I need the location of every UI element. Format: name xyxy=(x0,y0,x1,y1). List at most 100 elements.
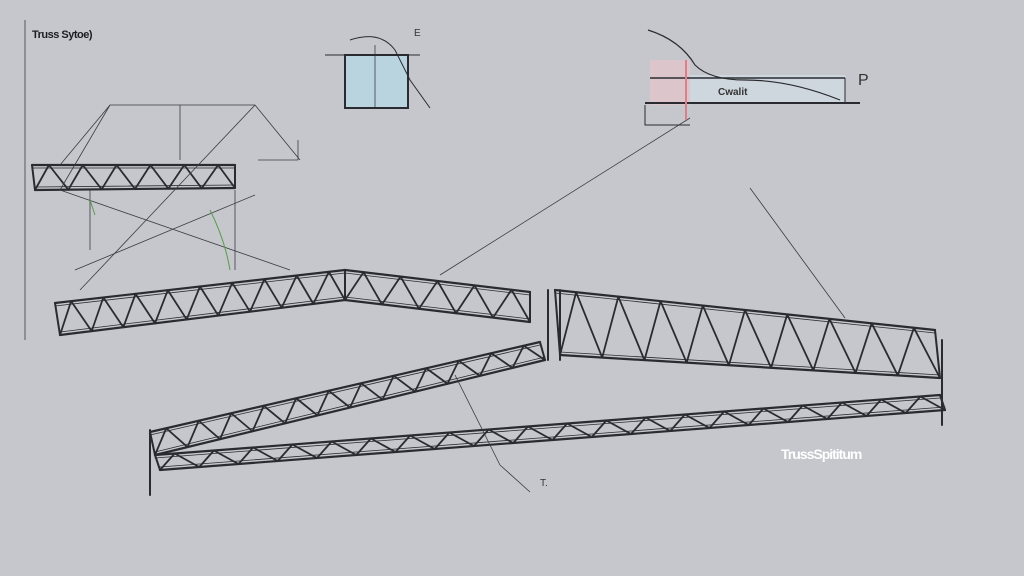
truss-member xyxy=(912,326,941,379)
truss-member xyxy=(59,300,73,336)
bottom-marker-label: T. xyxy=(540,478,548,489)
green-guides xyxy=(89,199,231,271)
truss-member xyxy=(786,313,815,372)
truss-member xyxy=(154,356,546,453)
truss-member xyxy=(575,291,604,359)
truss-member xyxy=(122,292,137,329)
truss-member xyxy=(330,440,358,456)
truss-member xyxy=(360,382,384,401)
truss-member xyxy=(355,437,372,456)
truss-member xyxy=(394,434,412,453)
truss-member xyxy=(399,275,420,310)
truss-member xyxy=(828,317,857,374)
truss-member xyxy=(327,389,351,409)
truss-member xyxy=(566,422,593,438)
truss-member xyxy=(316,389,330,417)
truss-member xyxy=(558,353,942,380)
truss-member xyxy=(409,434,436,450)
truss-member xyxy=(487,428,515,444)
truss-member xyxy=(723,410,750,426)
truss-member xyxy=(217,164,236,189)
diagram-title: Truss Sytoe) xyxy=(32,29,93,41)
truss-member xyxy=(327,270,346,301)
truss-member xyxy=(148,340,542,434)
truss-member xyxy=(605,419,632,435)
truss-member xyxy=(865,398,883,417)
truss-member xyxy=(762,407,789,423)
truss-member xyxy=(100,164,118,191)
truss-member xyxy=(197,419,221,441)
truss-member xyxy=(31,164,36,191)
truss-member xyxy=(392,374,416,393)
truss-member xyxy=(166,289,188,321)
truss-member xyxy=(67,164,84,191)
truss-member xyxy=(644,416,672,432)
truss-member xyxy=(414,367,428,393)
load-label: P xyxy=(858,72,869,89)
truss-member xyxy=(643,300,662,362)
truss-member xyxy=(511,344,525,369)
truss-member xyxy=(102,296,125,329)
truss-member xyxy=(81,164,103,191)
truss-member xyxy=(381,374,395,401)
truss-member xyxy=(54,302,61,336)
truss-member xyxy=(316,440,333,459)
truss-member xyxy=(54,272,346,307)
top-right-box-label: Cwalit xyxy=(718,87,748,98)
truss-member xyxy=(134,292,156,325)
truss-member xyxy=(70,300,93,333)
truss-member xyxy=(770,313,789,369)
truss-member xyxy=(473,284,494,319)
truss-member xyxy=(479,352,493,377)
truss-member xyxy=(744,309,773,369)
truss-frames xyxy=(30,163,947,496)
truss-member xyxy=(727,309,746,367)
truss-member xyxy=(154,397,941,459)
truss-member xyxy=(198,449,215,468)
truss-member xyxy=(312,270,330,305)
truss-member xyxy=(134,164,152,190)
truss-member xyxy=(217,281,234,317)
truss-member xyxy=(446,359,460,385)
truss-member xyxy=(708,410,726,429)
truss-member xyxy=(284,397,298,425)
truss-member xyxy=(418,280,439,310)
truss-member xyxy=(291,443,318,459)
truss-member xyxy=(249,278,266,313)
truss-member xyxy=(165,427,189,448)
truss-member xyxy=(280,274,298,309)
truss-member xyxy=(48,164,70,191)
top-left-box-label: E xyxy=(414,28,421,39)
truss-member xyxy=(154,427,168,456)
truss-member xyxy=(683,413,711,429)
truss-member xyxy=(490,352,514,369)
truss-member xyxy=(167,164,186,190)
truss-member xyxy=(343,298,532,324)
truss-member xyxy=(510,288,531,323)
truss-member xyxy=(344,272,531,296)
truss-member xyxy=(159,452,176,471)
truss-member xyxy=(199,285,220,317)
truss-member xyxy=(448,431,475,447)
truss-member xyxy=(344,271,365,301)
truss-member xyxy=(455,284,476,315)
construction-lines xyxy=(24,20,846,493)
truss-member xyxy=(787,404,804,423)
truss-member xyxy=(522,344,546,361)
truss-member xyxy=(896,326,915,377)
truss-member xyxy=(149,344,541,436)
top-left-detail-box xyxy=(325,36,431,109)
truss-member xyxy=(186,419,200,448)
truss-member xyxy=(457,359,481,377)
truss-member xyxy=(185,285,201,321)
truss-member xyxy=(880,398,907,414)
truss-member xyxy=(617,295,646,362)
truss-member xyxy=(212,449,240,465)
truss-member xyxy=(251,404,265,433)
truss-member xyxy=(252,446,279,462)
truss-member xyxy=(349,382,363,409)
truss-member xyxy=(276,443,294,462)
truss-member xyxy=(159,406,946,468)
truss-member xyxy=(90,296,105,333)
truss-member xyxy=(812,317,831,372)
